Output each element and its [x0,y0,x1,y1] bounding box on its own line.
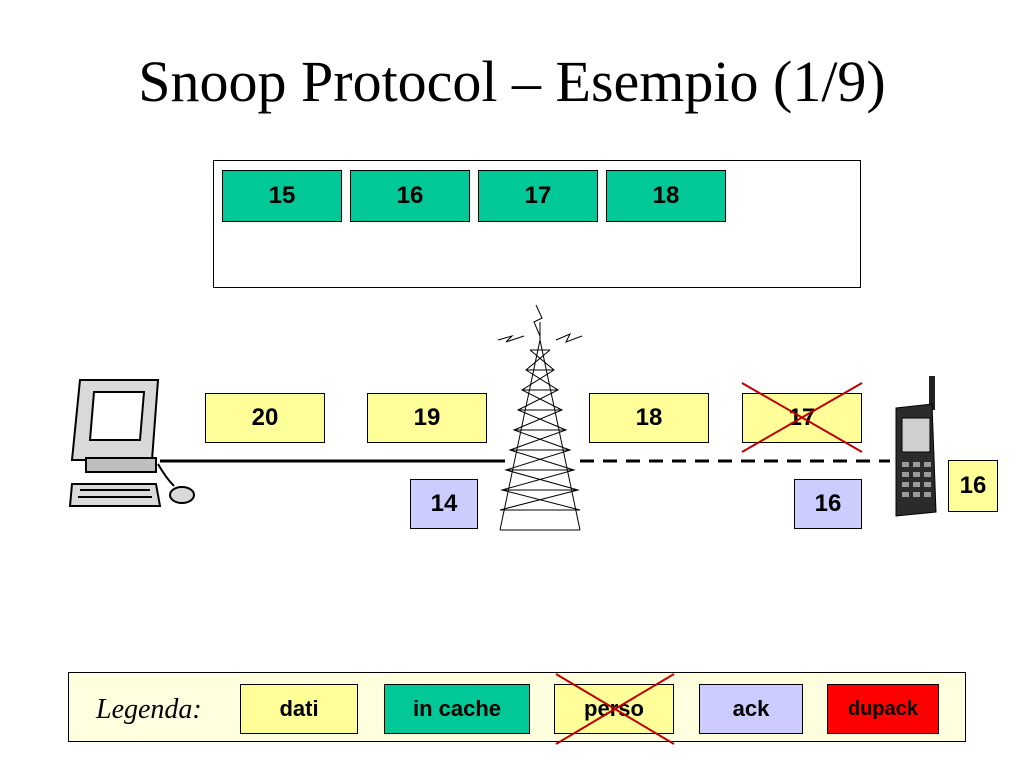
ack-packet: 14 [410,479,478,529]
radio-tower-icon [497,304,583,531]
cross-line [555,673,675,745]
legend-dupack: dupack [827,684,939,734]
legend-dati: dati [240,684,358,734]
ack-packet: 16 [794,479,862,529]
data-packet: 19 [367,393,487,443]
mobile-phone-icon [895,376,937,517]
mobile-ack-packet: 16 [948,460,998,512]
data-packet: 18 [589,393,709,443]
legend-in-cache: in cache [384,684,530,734]
cached-packet: 17 [478,170,598,222]
legend-title: Legenda: [96,694,202,725]
cached-packet: 18 [606,170,726,222]
legend-ack: ack [699,684,803,734]
data-packet: 20 [205,393,325,443]
cross-line [741,382,863,453]
cached-packet: 16 [350,170,470,222]
slide-title: Snoop Protocol – Esempio (1/9) [138,49,886,114]
desktop-computer-icon [68,379,195,507]
cached-packet: 15 [222,170,342,222]
